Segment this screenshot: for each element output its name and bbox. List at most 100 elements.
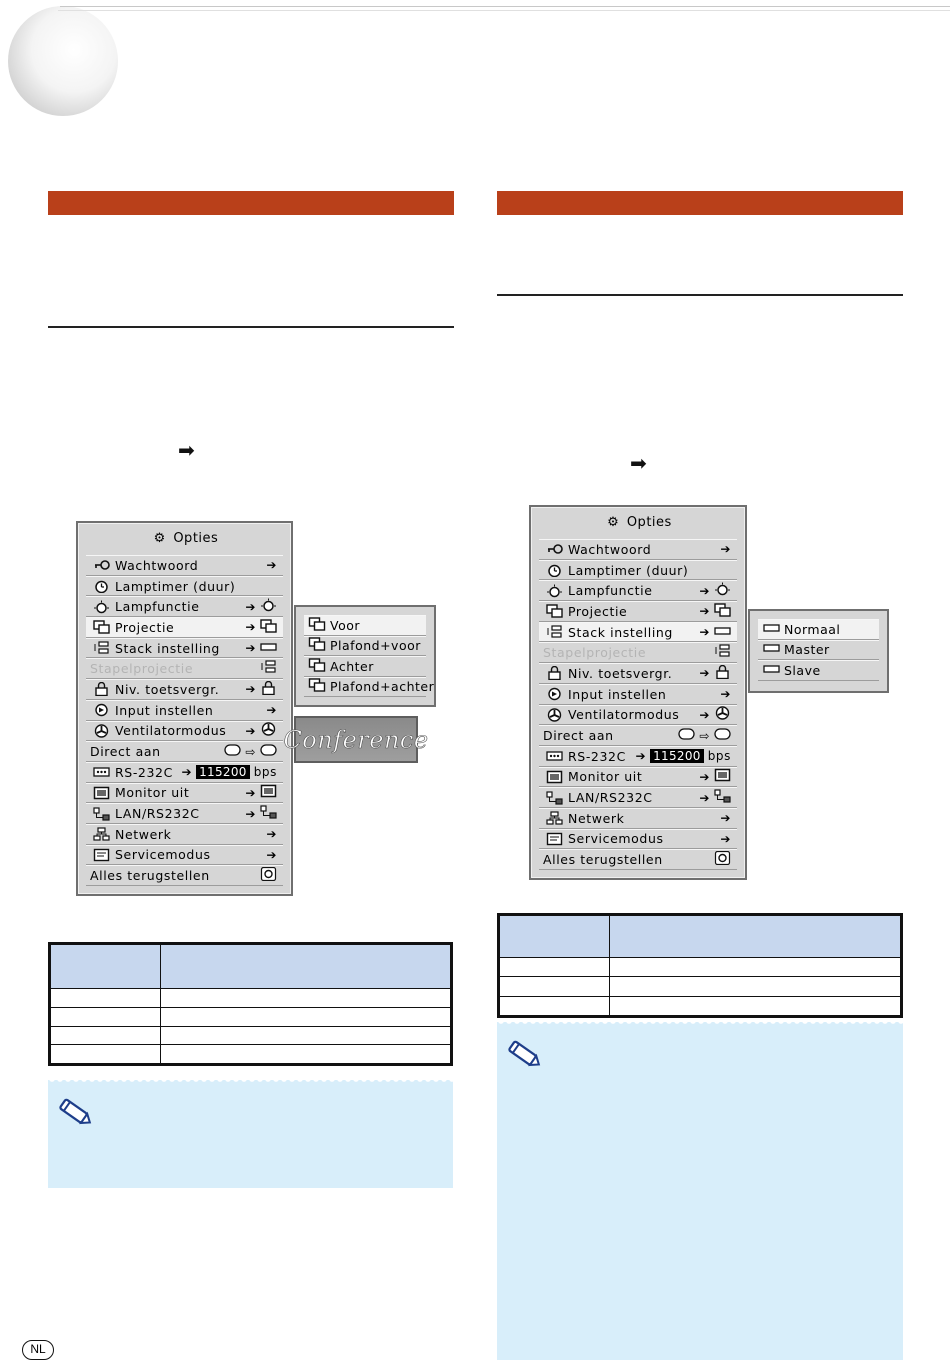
menu-item-lampfunctie[interactable]: Lampfunctie➔ — [539, 580, 737, 602]
submenu-option-slave[interactable]: Slave — [758, 660, 879, 681]
arrow-right-icon: ➔ — [699, 790, 710, 805]
menu-item-netwerk[interactable]: Netwerk➔ — [86, 823, 283, 845]
menu-item-value: ➔ — [245, 784, 277, 803]
menu-item-ventilatormodus[interactable]: Ventilatormodus➔ — [539, 704, 737, 726]
table-cell — [609, 995, 901, 1017]
table-cell — [160, 1025, 451, 1046]
menu-item-label: Servicemodus — [568, 831, 664, 847]
projection-icon — [543, 604, 565, 619]
menu-item-monitor-uit[interactable]: Monitor uit➔ — [539, 766, 737, 788]
menu-item-input-instellen[interactable]: Input instellen ➔ — [539, 683, 737, 705]
arrow-right-icon: ➔ — [245, 723, 256, 738]
menu-item-wachtwoord[interactable]: Wachtwoord➔ — [86, 555, 283, 576]
menu-item-servicemodus[interactable]: Servicemodus➔ — [86, 844, 283, 866]
menu-item-ventilatormodus[interactable]: Ventilatormodus➔ — [86, 720, 283, 742]
submenu-option-label: Achter — [330, 658, 374, 674]
submenu-option-achter[interactable]: Achter — [304, 656, 426, 677]
right-options-menu: ⚙ Opties Wachtwoord➔Lamptimer (duur)Lamp… — [529, 505, 747, 880]
table-cell — [160, 1044, 451, 1064]
submenu-option-label: Plafond+voor — [330, 638, 421, 654]
menu-item-stack-instelling[interactable]: Stack instelling ➔ — [86, 637, 283, 659]
right-note-box — [497, 1021, 903, 1360]
menu-item-label: Niv. toetsvergr. — [568, 665, 673, 681]
stack-mode-icon — [762, 621, 784, 638]
projection-setting-icon — [260, 619, 277, 636]
menu-item-value: ➔ — [266, 846, 277, 865]
pencil-note-icon — [59, 1098, 92, 1125]
menu-item-direct-aan[interactable]: Direct aan⇨ — [539, 725, 737, 746]
submenu-option-master[interactable]: Master — [758, 639, 879, 660]
left-divider — [48, 326, 454, 328]
arrow-right-icon: ➔ — [266, 703, 277, 718]
service-icon — [90, 848, 112, 862]
menu-item-value: ➔ — [245, 722, 277, 741]
fan-icon — [543, 708, 565, 722]
menu-item-servicemodus[interactable]: Servicemodus➔ — [539, 828, 737, 850]
arrow-right-icon: ➔ — [245, 599, 256, 614]
right-menu-title: ⚙ Opties — [531, 515, 745, 530]
menu-item-lampfunctie[interactable]: Lampfunctie➔ — [86, 596, 283, 618]
table-cell — [50, 1025, 161, 1046]
table-cell — [160, 988, 451, 1008]
arrow-right-icon: ➔ — [266, 847, 277, 862]
menu-item-label: Input instellen — [568, 686, 667, 702]
menu-item-alles-terugstellen[interactable]: Alles terugstellen — [86, 865, 283, 886]
menu-item-value: ➔ — [245, 680, 277, 699]
menu-item-input-instellen[interactable]: Input instellen➔ — [86, 699, 283, 721]
menu-item-label: Monitor uit — [568, 769, 643, 785]
submenu-option-label: Voor — [330, 617, 361, 633]
menu-item-lan-rs232c[interactable]: LAN/RS232C➔ — [86, 803, 283, 824]
menu-item-value: ➔ — [699, 623, 731, 642]
pencil-note-icon — [508, 1040, 541, 1067]
arrow-right-icon: ➔ — [720, 687, 731, 702]
menu-item-niv-toetsvergr[interactable]: Niv. toetsvergr. ➔ — [86, 679, 283, 700]
stack-icon — [90, 641, 112, 655]
menu-item-stapelprojectie: Stapelprojectie — [86, 658, 283, 680]
submenu-option-plafond-achter[interactable]: Plafond+achter — [304, 676, 434, 697]
menu-item-value — [260, 659, 277, 678]
menu-item-lan-rs232c[interactable]: LAN/RS232C➔ — [539, 787, 737, 808]
menu-item-label: Stack instelling — [568, 624, 673, 640]
timer-icon — [90, 579, 112, 594]
table-cell — [50, 1044, 161, 1064]
left-options-menu: ⚙ Opties Wachtwoord➔Lamptimer (duur)Lamp… — [76, 521, 293, 896]
options-icon: ⚙ — [607, 515, 620, 530]
table-cell — [50, 1006, 161, 1027]
menu-item-monitor-uit[interactable]: Monitor uit➔ — [86, 782, 283, 804]
arrow-right-icon: ➔ — [245, 620, 256, 635]
menu-item-value: ➔ — [245, 804, 277, 823]
stack-projection-icon — [714, 644, 731, 661]
menu-item-projectie[interactable]: Projectie➔ — [539, 601, 737, 622]
direct-arrow-icon: ⇨ — [699, 728, 710, 743]
arrow-right-icon: ➔ — [699, 666, 710, 681]
menu-item-alles-terugstellen[interactable]: Alles terugstellen — [539, 849, 737, 870]
lan-setting-icon — [714, 789, 731, 806]
lamp-setting-icon — [260, 598, 277, 615]
menu-item-value: ➔ — [245, 639, 277, 658]
submenu-option-normaal[interactable]: Normaal — [758, 619, 879, 640]
menu-item-lamptimer-duur[interactable]: Lamptimer (duur) — [86, 575, 283, 597]
menu-item-label: Niv. toetsvergr. — [115, 681, 220, 697]
menu-item-lamptimer-duur[interactable]: Lamptimer (duur) — [539, 559, 737, 581]
fan-setting-icon — [714, 706, 731, 723]
menu-item-niv-toetsvergr[interactable]: Niv. toetsvergr. ➔ — [539, 663, 737, 684]
input-icon — [90, 703, 112, 717]
menu-item-direct-aan[interactable]: Direct aan⇨ — [86, 741, 283, 762]
lamp-icon — [90, 600, 112, 614]
monitor-setting-icon — [714, 768, 731, 785]
menu-item-stapelprojectie: Stapelprojectie — [539, 642, 737, 664]
menu-item-wachtwoord[interactable]: Wachtwoord➔ — [539, 539, 737, 560]
menu-item-value: ➔ — [699, 664, 731, 683]
submenu-option-voor[interactable]: Voor — [304, 615, 426, 636]
menu-item-netwerk[interactable]: Netwerk➔ — [539, 807, 737, 829]
submenu-option-plafond-voor[interactable]: Plafond+voor — [304, 635, 426, 656]
menu-item-label: Stack instelling — [115, 640, 220, 656]
menu-item-projectie[interactable]: Projectie➔ — [86, 617, 283, 638]
page-top-rule-2 — [58, 10, 950, 11]
menu-item-stack-instelling[interactable]: Stack instelling ➔ — [539, 621, 737, 643]
arrow-right-icon: ➔ — [699, 707, 710, 722]
arrow-right-icon: ➔ — [245, 682, 256, 697]
